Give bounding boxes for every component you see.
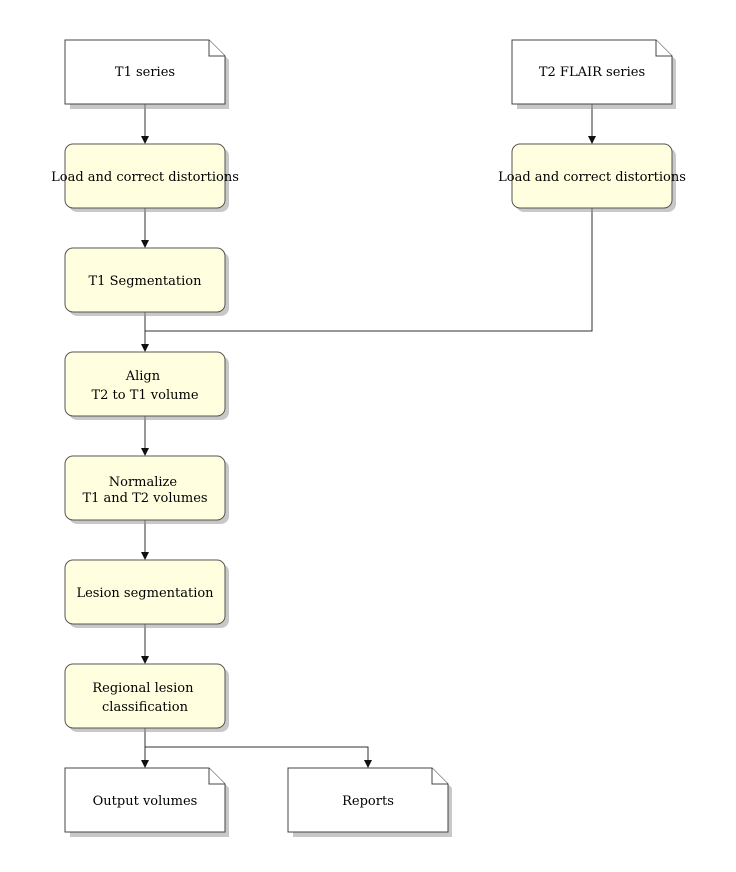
arrowhead-icon bbox=[364, 760, 372, 768]
node-label: Load and correct distortions bbox=[498, 170, 686, 185]
arrowhead-icon bbox=[588, 136, 596, 144]
arrowhead-icon bbox=[141, 656, 149, 664]
node-label-line: Align bbox=[125, 369, 161, 384]
node-label-line: Regional lesion bbox=[92, 681, 194, 696]
node-label-line: Load and correct distortions bbox=[498, 170, 686, 185]
node-label-line: T2 to T1 volume bbox=[91, 388, 198, 403]
process-node-lesion-segmentation: Lesion segmentation bbox=[64, 559, 229, 628]
edge-t2-load-to-align bbox=[145, 208, 593, 332]
node-label-line: T2 FLAIR series bbox=[539, 65, 645, 80]
process-node-align: Align T2 to T1 volume bbox=[64, 351, 229, 420]
edge-classification-to-reports bbox=[145, 746, 369, 760]
document-node-t1-series: T1 series bbox=[64, 39, 229, 109]
arrowhead-icon bbox=[141, 552, 149, 560]
process-node-regional-classification: Regional lesion classification bbox=[64, 663, 229, 732]
connector-lines bbox=[141, 104, 596, 768]
node-label-line: T1 and T2 volumes bbox=[82, 491, 207, 506]
node-label-line: Reports bbox=[342, 794, 394, 809]
node-label: Load and correct distortions bbox=[51, 170, 239, 185]
arrowhead-icon bbox=[141, 240, 149, 248]
arrowhead-icon bbox=[141, 344, 149, 352]
node-label-line: Lesion segmentation bbox=[76, 586, 214, 601]
arrowhead-icon bbox=[141, 448, 149, 456]
node-label: Regional lesion classification bbox=[92, 681, 197, 715]
node-label: T1 series bbox=[115, 65, 175, 80]
process-node-t1-segmentation: T1 Segmentation bbox=[64, 247, 229, 316]
node-label-line: T1 series bbox=[115, 65, 175, 80]
process-node-normalize: Normalize T1 and T2 volumes bbox=[64, 455, 229, 524]
document-node-reports: Reports bbox=[287, 767, 452, 837]
node-label-line: Output volumes bbox=[93, 794, 198, 809]
process-node-load-correct-t1: Load and correct distortions bbox=[51, 143, 239, 212]
node-label: Reports bbox=[342, 794, 394, 809]
node-label-line: classification bbox=[102, 700, 189, 715]
node-label-line: Normalize bbox=[109, 475, 178, 490]
document-node-t2-flair-series: T2 FLAIR series bbox=[511, 39, 676, 109]
document-node-output-volumes: Output volumes bbox=[64, 767, 229, 837]
node-label: T1 Segmentation bbox=[89, 274, 203, 289]
node-label-line: Load and correct distortions bbox=[51, 170, 239, 185]
node-label: T2 FLAIR series bbox=[539, 65, 645, 80]
node-label: Output volumes bbox=[93, 794, 198, 809]
arrowhead-icon bbox=[141, 136, 149, 144]
arrowhead-icon bbox=[141, 760, 149, 768]
node-label-line: T1 Segmentation bbox=[89, 274, 203, 289]
node-label: Normalize T1 and T2 volumes bbox=[82, 475, 207, 506]
process-node-load-correct-t2: Load and correct distortions bbox=[498, 143, 686, 212]
node-label: Lesion segmentation bbox=[76, 586, 214, 601]
node-label: Align T2 to T1 volume bbox=[91, 369, 198, 403]
